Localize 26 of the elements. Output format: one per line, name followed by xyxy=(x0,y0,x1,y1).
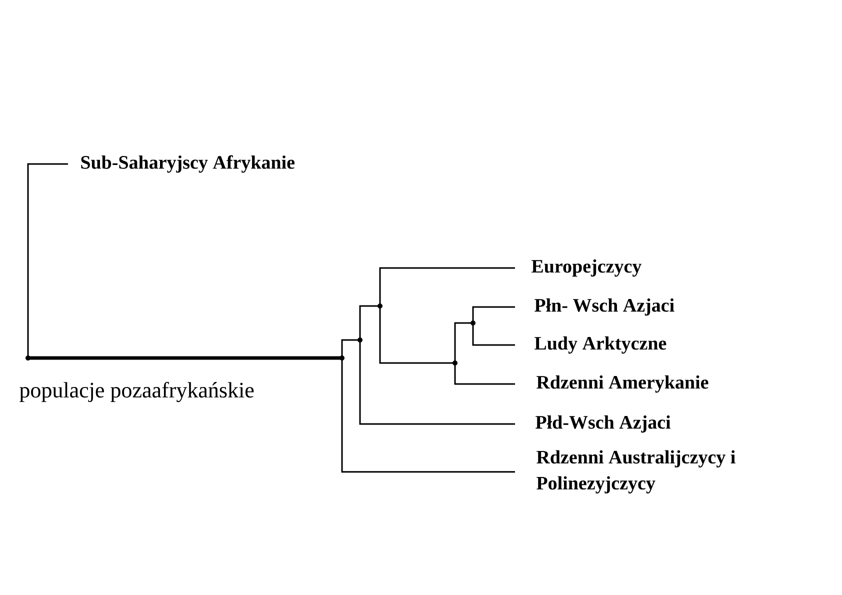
taxon-label: Europejczycy xyxy=(532,259,642,277)
taxon-label: Ludy Arktyczne xyxy=(534,336,666,354)
tree-branch xyxy=(359,340,515,425)
tree-branch xyxy=(27,163,68,358)
branch-junction xyxy=(452,360,458,366)
taxon-label: Rdzenni Australijczycy i Polinezyjczycy xyxy=(536,450,736,494)
tree-branch xyxy=(28,356,342,360)
taxon-label: Płn- Wsch Azjaci xyxy=(534,298,674,316)
tree-branch xyxy=(454,322,473,363)
tree-branch xyxy=(341,339,360,358)
branch-junction xyxy=(470,320,476,326)
branch-junction xyxy=(26,356,30,360)
tree-branch xyxy=(359,305,380,340)
branch-junction xyxy=(340,356,344,360)
tree-branch xyxy=(472,323,515,346)
tree-branch xyxy=(472,306,515,323)
taxon-label: Płd-Wsch Azjaci xyxy=(536,415,671,433)
branch-junction xyxy=(358,338,362,342)
tree-branch xyxy=(454,363,515,385)
branch-junction xyxy=(378,304,382,308)
tree-branch xyxy=(341,358,515,473)
branch-label: populacje pozaafrykańskie xyxy=(20,382,254,402)
tree-branch xyxy=(379,306,455,364)
tree-branch xyxy=(379,267,515,306)
taxon-label: Rdzenni Amerykanie xyxy=(536,375,708,393)
taxon-label: Sub-Saharyjscy Afrykanie xyxy=(81,155,295,173)
